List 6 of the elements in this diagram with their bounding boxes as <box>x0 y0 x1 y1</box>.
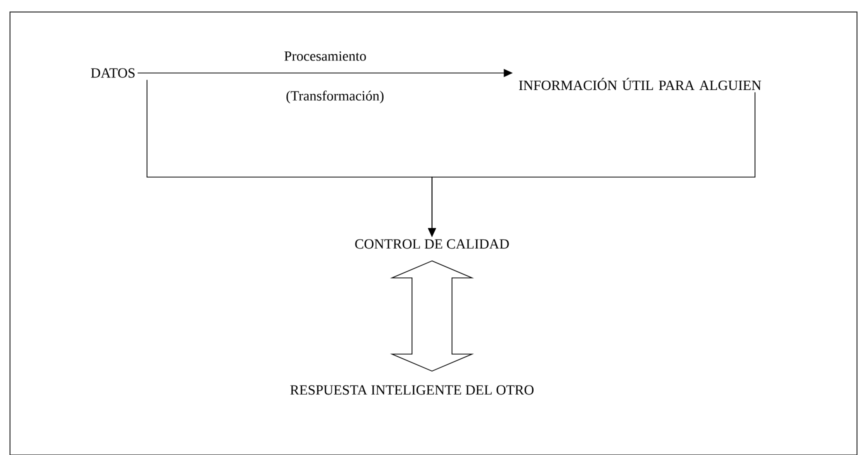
node-text: INFORMACIÓN ÚTIL PARA ALGUIEN <box>519 78 762 90</box>
node-text: RESPUESTA INTELIGENTE DEL OTRO <box>290 385 534 395</box>
node-text: DATOS <box>90 68 135 78</box>
edge-label: Procesamiento <box>283 50 368 62</box>
note-text: (Transformación) <box>286 90 384 104</box>
node-text: CONTROL DE CALIDAD <box>355 239 509 249</box>
